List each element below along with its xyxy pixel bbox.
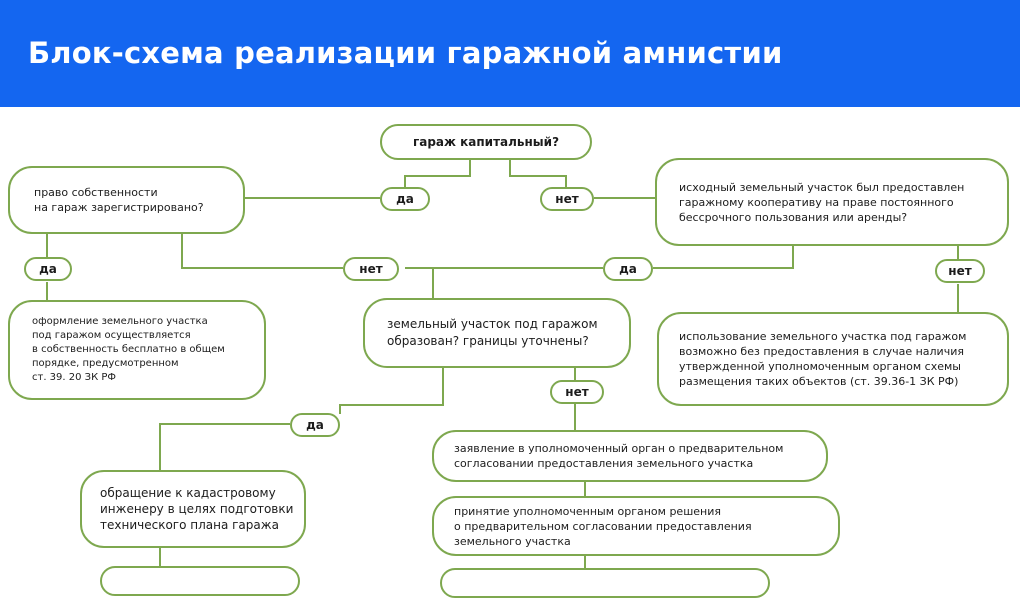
node-ownership-registered: право собственности на гараж зарегистрир… <box>8 166 245 234</box>
node-engineer: обращение к кадастровому инженеру в целя… <box>80 470 306 548</box>
connector-capital-no <box>509 158 567 188</box>
label-yes-land-granted: да <box>603 257 653 281</box>
header-bar: Блок-схема реализации гаражной амнистии <box>0 0 1020 107</box>
node-land-granted: исходный земельный участок был предостав… <box>655 158 1009 246</box>
node-decision: принятие уполномоченным органом решения … <box>432 496 840 556</box>
node-land-formed: земельный участок под гаражом образован?… <box>363 298 631 368</box>
node-land-use: использование земельного участка под гар… <box>657 312 1009 406</box>
label-no-ownership: нет <box>343 257 399 281</box>
node-garage-capital: гараж капитальный? <box>380 124 592 160</box>
node-application: заявление в уполномоченный орган о предв… <box>432 430 828 482</box>
label-yes-ownership: да <box>24 257 72 281</box>
connector-capital-yes <box>404 158 471 188</box>
connector-ownership-no <box>181 233 343 269</box>
connector-landgranted-yes <box>653 246 794 269</box>
node-free-ownership: оформление земельного участка под гаражо… <box>8 300 266 400</box>
connector-formed-yes <box>339 368 444 414</box>
connector-no-formed <box>405 267 434 298</box>
page-title: Блок-схема реализации гаражной амнистии <box>28 36 783 70</box>
label-yes-land-formed: да <box>290 413 340 437</box>
node-partial-left <box>100 566 300 596</box>
label-yes-capital: да <box>380 187 430 211</box>
label-no-land-formed: нет <box>550 380 604 404</box>
connector-yes-engineer <box>159 423 290 470</box>
connector-lines <box>46 158 959 573</box>
label-no-land-granted: нет <box>935 259 985 283</box>
label-no-capital: нет <box>540 187 594 211</box>
